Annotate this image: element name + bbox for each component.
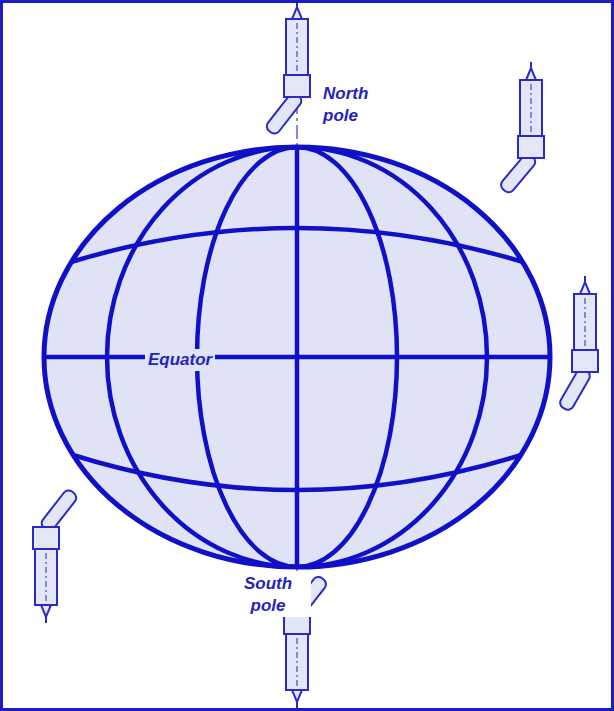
pole-label: South pole (225, 573, 311, 617)
globe-fill (44, 147, 550, 567)
pole-label: North pole (323, 83, 393, 127)
instruments (33, 3, 598, 708)
globe-grid (44, 147, 550, 567)
instrument (558, 276, 598, 412)
instrument (264, 3, 310, 136)
equator-label: Equator (145, 349, 215, 371)
instrument (33, 488, 79, 623)
globe-outline (44, 147, 550, 567)
instrument (499, 62, 544, 195)
